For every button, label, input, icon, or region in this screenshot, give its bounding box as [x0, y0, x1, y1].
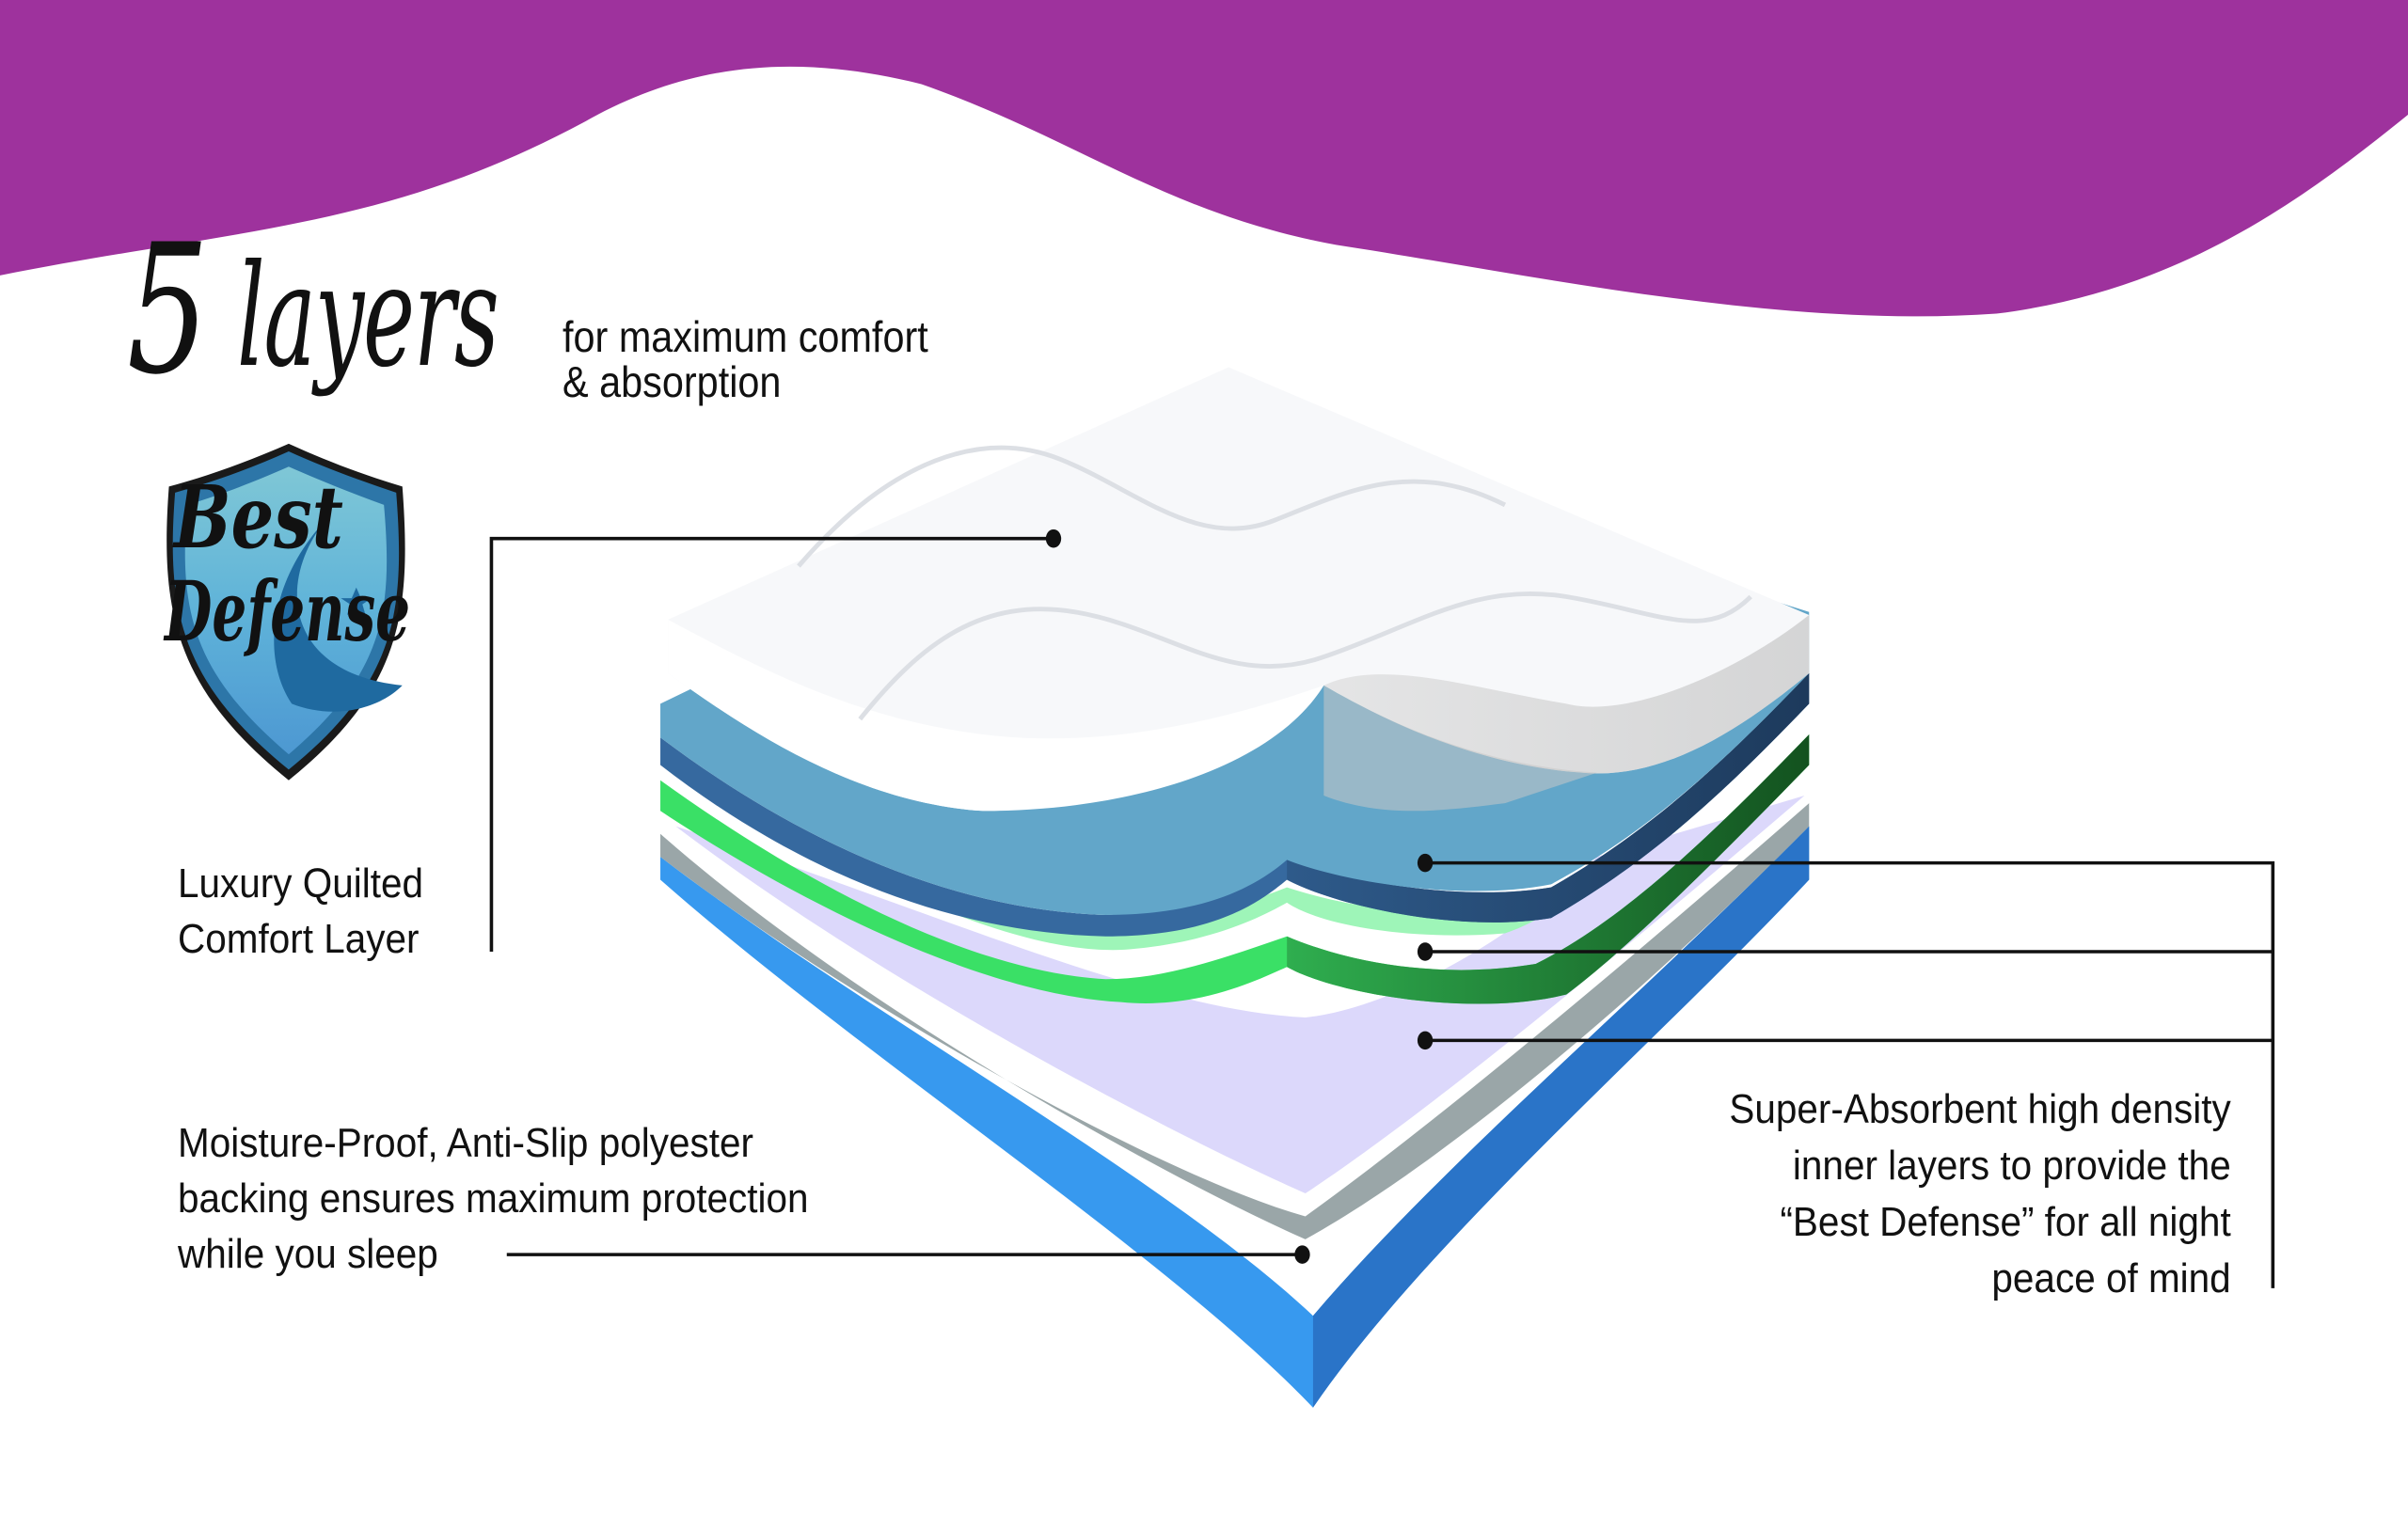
blue-layer-leader	[1425, 860, 2275, 1288]
shield-icon	[166, 443, 405, 781]
quilt-stitch-line	[858, 591, 1752, 721]
purple-wave-banner	[0, 0, 2408, 317]
quilt-stitch-line	[797, 445, 1507, 568]
green-layer-dot	[1417, 942, 1434, 961]
headline-number: 5	[127, 206, 209, 414]
moon-icon	[274, 520, 403, 712]
backing-dot	[1294, 1245, 1310, 1264]
backing-line-1: Moisture-Proof, Anti-Slip polyester	[178, 1120, 753, 1166]
comfort-layer-line-2: Comfort Layer	[178, 916, 420, 962]
star-icon	[341, 587, 372, 616]
logo-line-2: Defense	[165, 562, 411, 660]
comfort-layer-leader	[489, 536, 1054, 952]
lavender-inner-layer	[675, 796, 1805, 1194]
leader-lines	[489, 536, 2275, 1288]
headline-word: layers	[237, 235, 499, 399]
inner-layers-line-1: Super-Absorbent high density	[1729, 1086, 2231, 1132]
logo-text: Best Defense	[165, 466, 456, 658]
headline-subtitle: for maximum comfort & absorption	[562, 314, 928, 404]
inner-layers-label: Super-Absorbent high density inner layer…	[1730, 1081, 2231, 1307]
blue-layer-dot	[1417, 853, 1434, 873]
subtitle-line-2: & absorption	[562, 357, 782, 406]
inner-layers-line-4: peace of mind	[1991, 1255, 2231, 1301]
logo-line-1: Best	[174, 466, 343, 568]
subtitle-line-1: for maximum comfort	[562, 312, 928, 361]
comfort-layer-dot	[1045, 528, 1062, 548]
lavender-layer-dot	[1417, 1031, 1434, 1050]
backing-line-3: while you sleep	[178, 1231, 438, 1277]
comfort-layer-label: Luxury Quilted Comfort Layer	[178, 856, 423, 967]
backing-line-2: backing ensures maximum protection	[178, 1175, 809, 1222]
inner-layers-line-2: inner layers to provide the	[1793, 1143, 2231, 1189]
backing-layer	[660, 826, 1810, 1408]
waterproof-gray-layer	[660, 803, 1810, 1239]
backing-label: Moisture-Proof, Anti-Slip polyester back…	[178, 1115, 808, 1282]
inner-layers-line-3: “Best Defense” for all night	[1780, 1199, 2231, 1245]
comfort-layer-line-1: Luxury Quilted	[178, 860, 424, 907]
